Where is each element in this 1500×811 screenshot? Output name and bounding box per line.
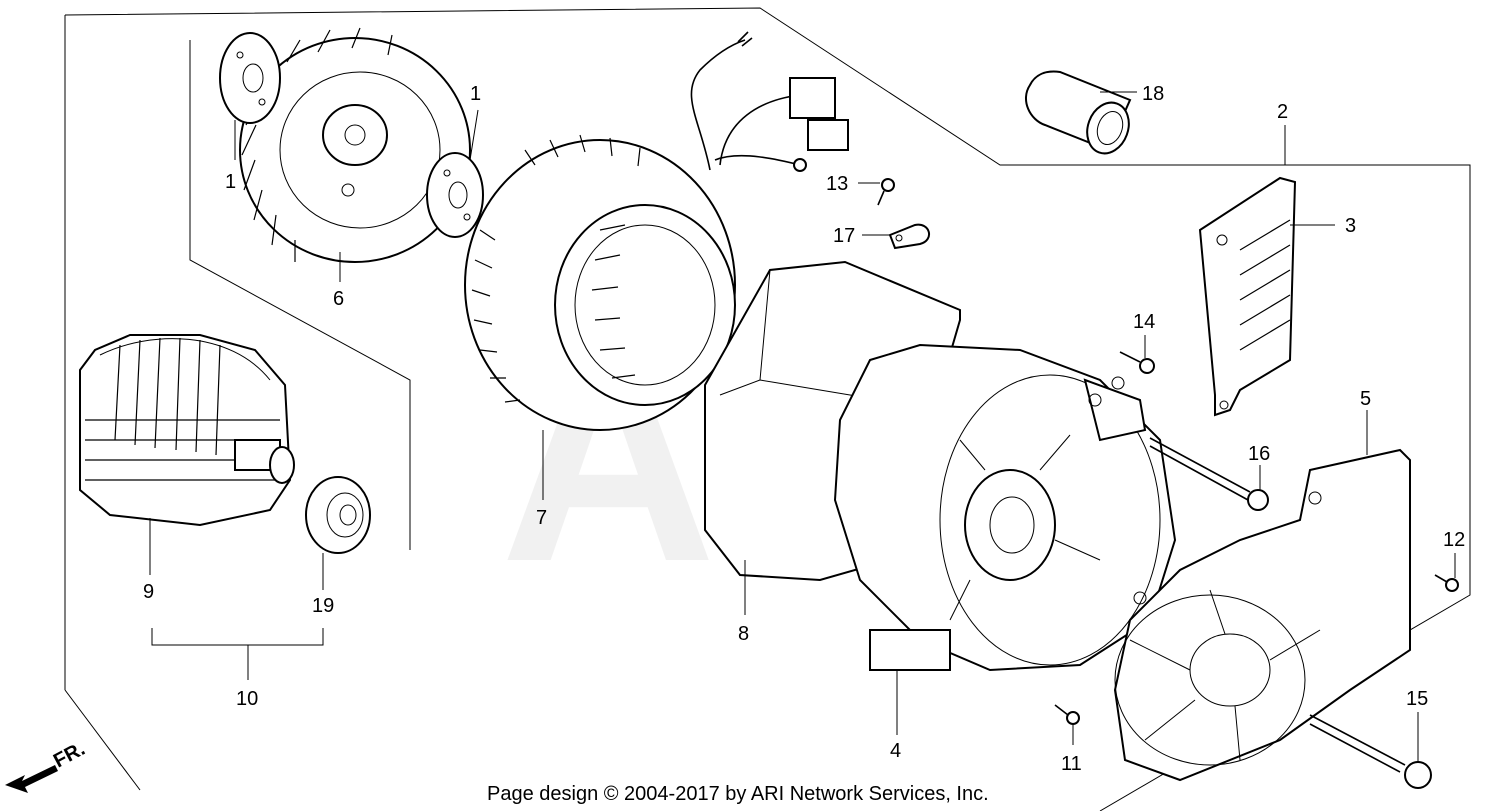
part-heat-sink [1198, 176, 1297, 417]
rotor-group-bracket [189, 40, 411, 550]
part-bolt-16 [1149, 437, 1269, 511]
callout-10: 10 [236, 688, 258, 710]
callout-12: 12 [1443, 529, 1465, 551]
part-screw-13 [877, 178, 895, 206]
part-tube [1025, 70, 1132, 155]
front-direction-arrow: FR. [5, 738, 89, 793]
callout-7: 7 [536, 507, 547, 529]
group-bracket-10 [151, 628, 324, 646]
callout-16: 16 [1248, 443, 1270, 465]
part-screw-14 [1119, 351, 1155, 374]
callout-4: 4 [890, 740, 901, 762]
page-footer: Page design © 2004-2017 by ARI Network S… [487, 783, 989, 805]
part-screw-12 [1434, 574, 1459, 592]
callout-5: 5 [1360, 388, 1371, 410]
callout-3: 3 [1345, 215, 1356, 237]
part-fan-cover [1113, 448, 1411, 782]
callout-19: 19 [312, 595, 334, 617]
leader-lines [149, 91, 1456, 762]
part-stator [464, 134, 736, 431]
callout-14: 14 [1133, 311, 1155, 333]
callout-8: 8 [738, 623, 749, 645]
part-fan-housing [833, 343, 1177, 672]
callout-1-upper-washer: 1 [225, 171, 236, 193]
callout-1-lower-washer: 1 [470, 83, 481, 105]
part-washer-lower [426, 152, 484, 238]
callout-2: 2 [1277, 101, 1288, 123]
callout-17: 17 [833, 225, 855, 247]
callout-11: 11 [1061, 753, 1082, 775]
part-cooling-fan [239, 27, 471, 263]
part-wire-harness [690, 31, 849, 172]
callout-6: 6 [333, 288, 344, 310]
part-screw-11 [1054, 704, 1080, 725]
part-bearing [305, 476, 371, 554]
part-bolt-15 [1309, 714, 1432, 789]
callout-9: 9 [143, 581, 154, 603]
part-washer-upper [219, 32, 281, 124]
callout-18: 18 [1142, 83, 1164, 105]
callout-13: 13 [826, 173, 848, 195]
boundary-bottom-left [64, 689, 141, 791]
part-rotor [79, 334, 295, 527]
callout-15: 15 [1406, 688, 1428, 710]
part-clamp-17 [888, 223, 930, 250]
